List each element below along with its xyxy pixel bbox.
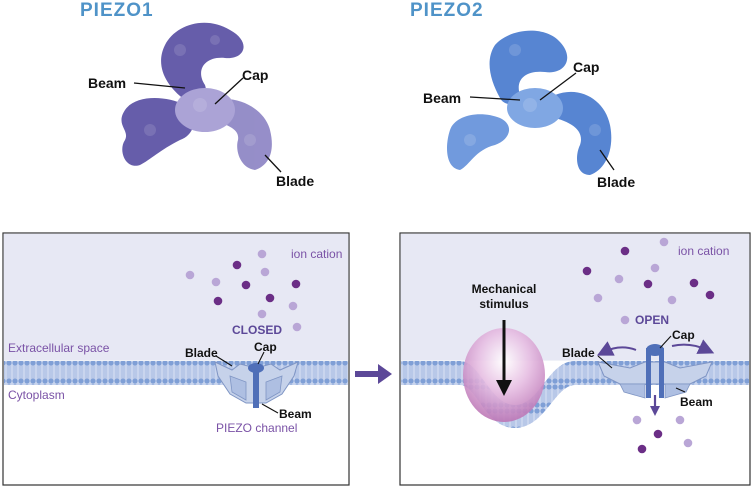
svg-text:Blade: Blade [597,174,635,190]
closed-channel [214,361,299,408]
piezo2-title: PIEZO2 [410,0,484,21]
svg-text:Blade: Blade [562,346,595,360]
svg-text:Beam: Beam [680,395,713,409]
right-ions [582,237,715,454]
svg-text:Blade: Blade [276,173,314,189]
svg-text:Beam: Beam [279,407,312,421]
left-ion-label: ion cation [291,247,342,261]
piezo-channel-label: PIEZO channel [216,421,297,435]
left-panel: ion cation Extracellular space Cytoplasm… [2,232,350,486]
svg-text:Cap: Cap [242,67,268,83]
piezo1-structure [121,22,272,170]
piezo2-labels: Beam Cap Blade [423,59,635,190]
piezo2-structure [447,30,612,175]
piezo1-labels: Beam Cap Blade [88,67,314,189]
right-ion-label: ion cation [678,244,729,258]
closed-label: CLOSED [232,323,282,337]
svg-text:Cap: Cap [254,340,277,354]
extracellular-label: Extracellular space [8,341,110,355]
svg-text:Beam: Beam [423,90,461,106]
cytoplasm-label: Cytoplasm [8,388,65,402]
svg-text:Beam: Beam [88,75,126,91]
left-ions [185,249,302,332]
open-channel [597,344,713,399]
svg-text:Blade: Blade [185,346,218,360]
piezo1-title: PIEZO1 [80,0,154,21]
svg-text:Cap: Cap [672,328,695,342]
open-label: OPEN [635,313,669,327]
transition-arrow [355,364,392,384]
svg-text:Cap: Cap [573,59,599,75]
